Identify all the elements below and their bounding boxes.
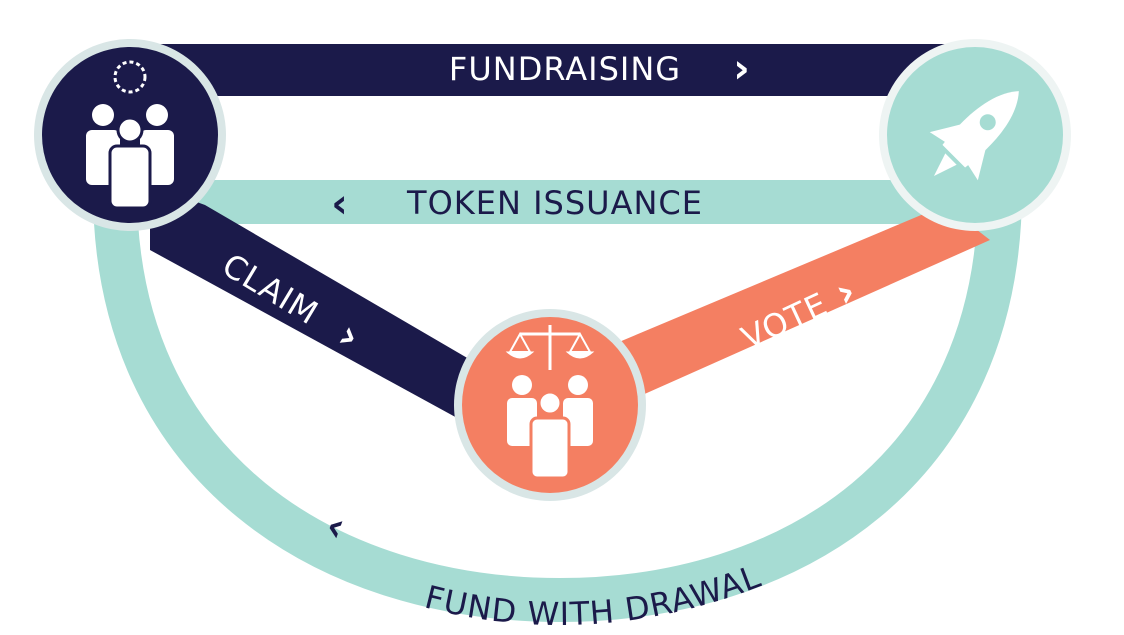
claim-band [150, 185, 505, 425]
token-issuance-arrow: ‹ [331, 181, 348, 227]
withdrawal-band [93, 189, 1022, 623]
fundraising-arrow: › [733, 46, 750, 92]
scales-group-icon [505, 325, 595, 480]
token-issuance-band [150, 180, 970, 224]
rocket-icon [929, 91, 1019, 181]
group-with-coin-icon [86, 60, 174, 210]
vote-band [600, 205, 990, 405]
project-node [879, 39, 1071, 231]
fundraising-label: FUNDRAISING [449, 50, 681, 88]
arbitrators-node [454, 309, 646, 501]
fundraising-band [150, 44, 970, 96]
token-issuance-label: TOKEN ISSUANCE [406, 184, 703, 222]
investors-node [34, 39, 226, 231]
